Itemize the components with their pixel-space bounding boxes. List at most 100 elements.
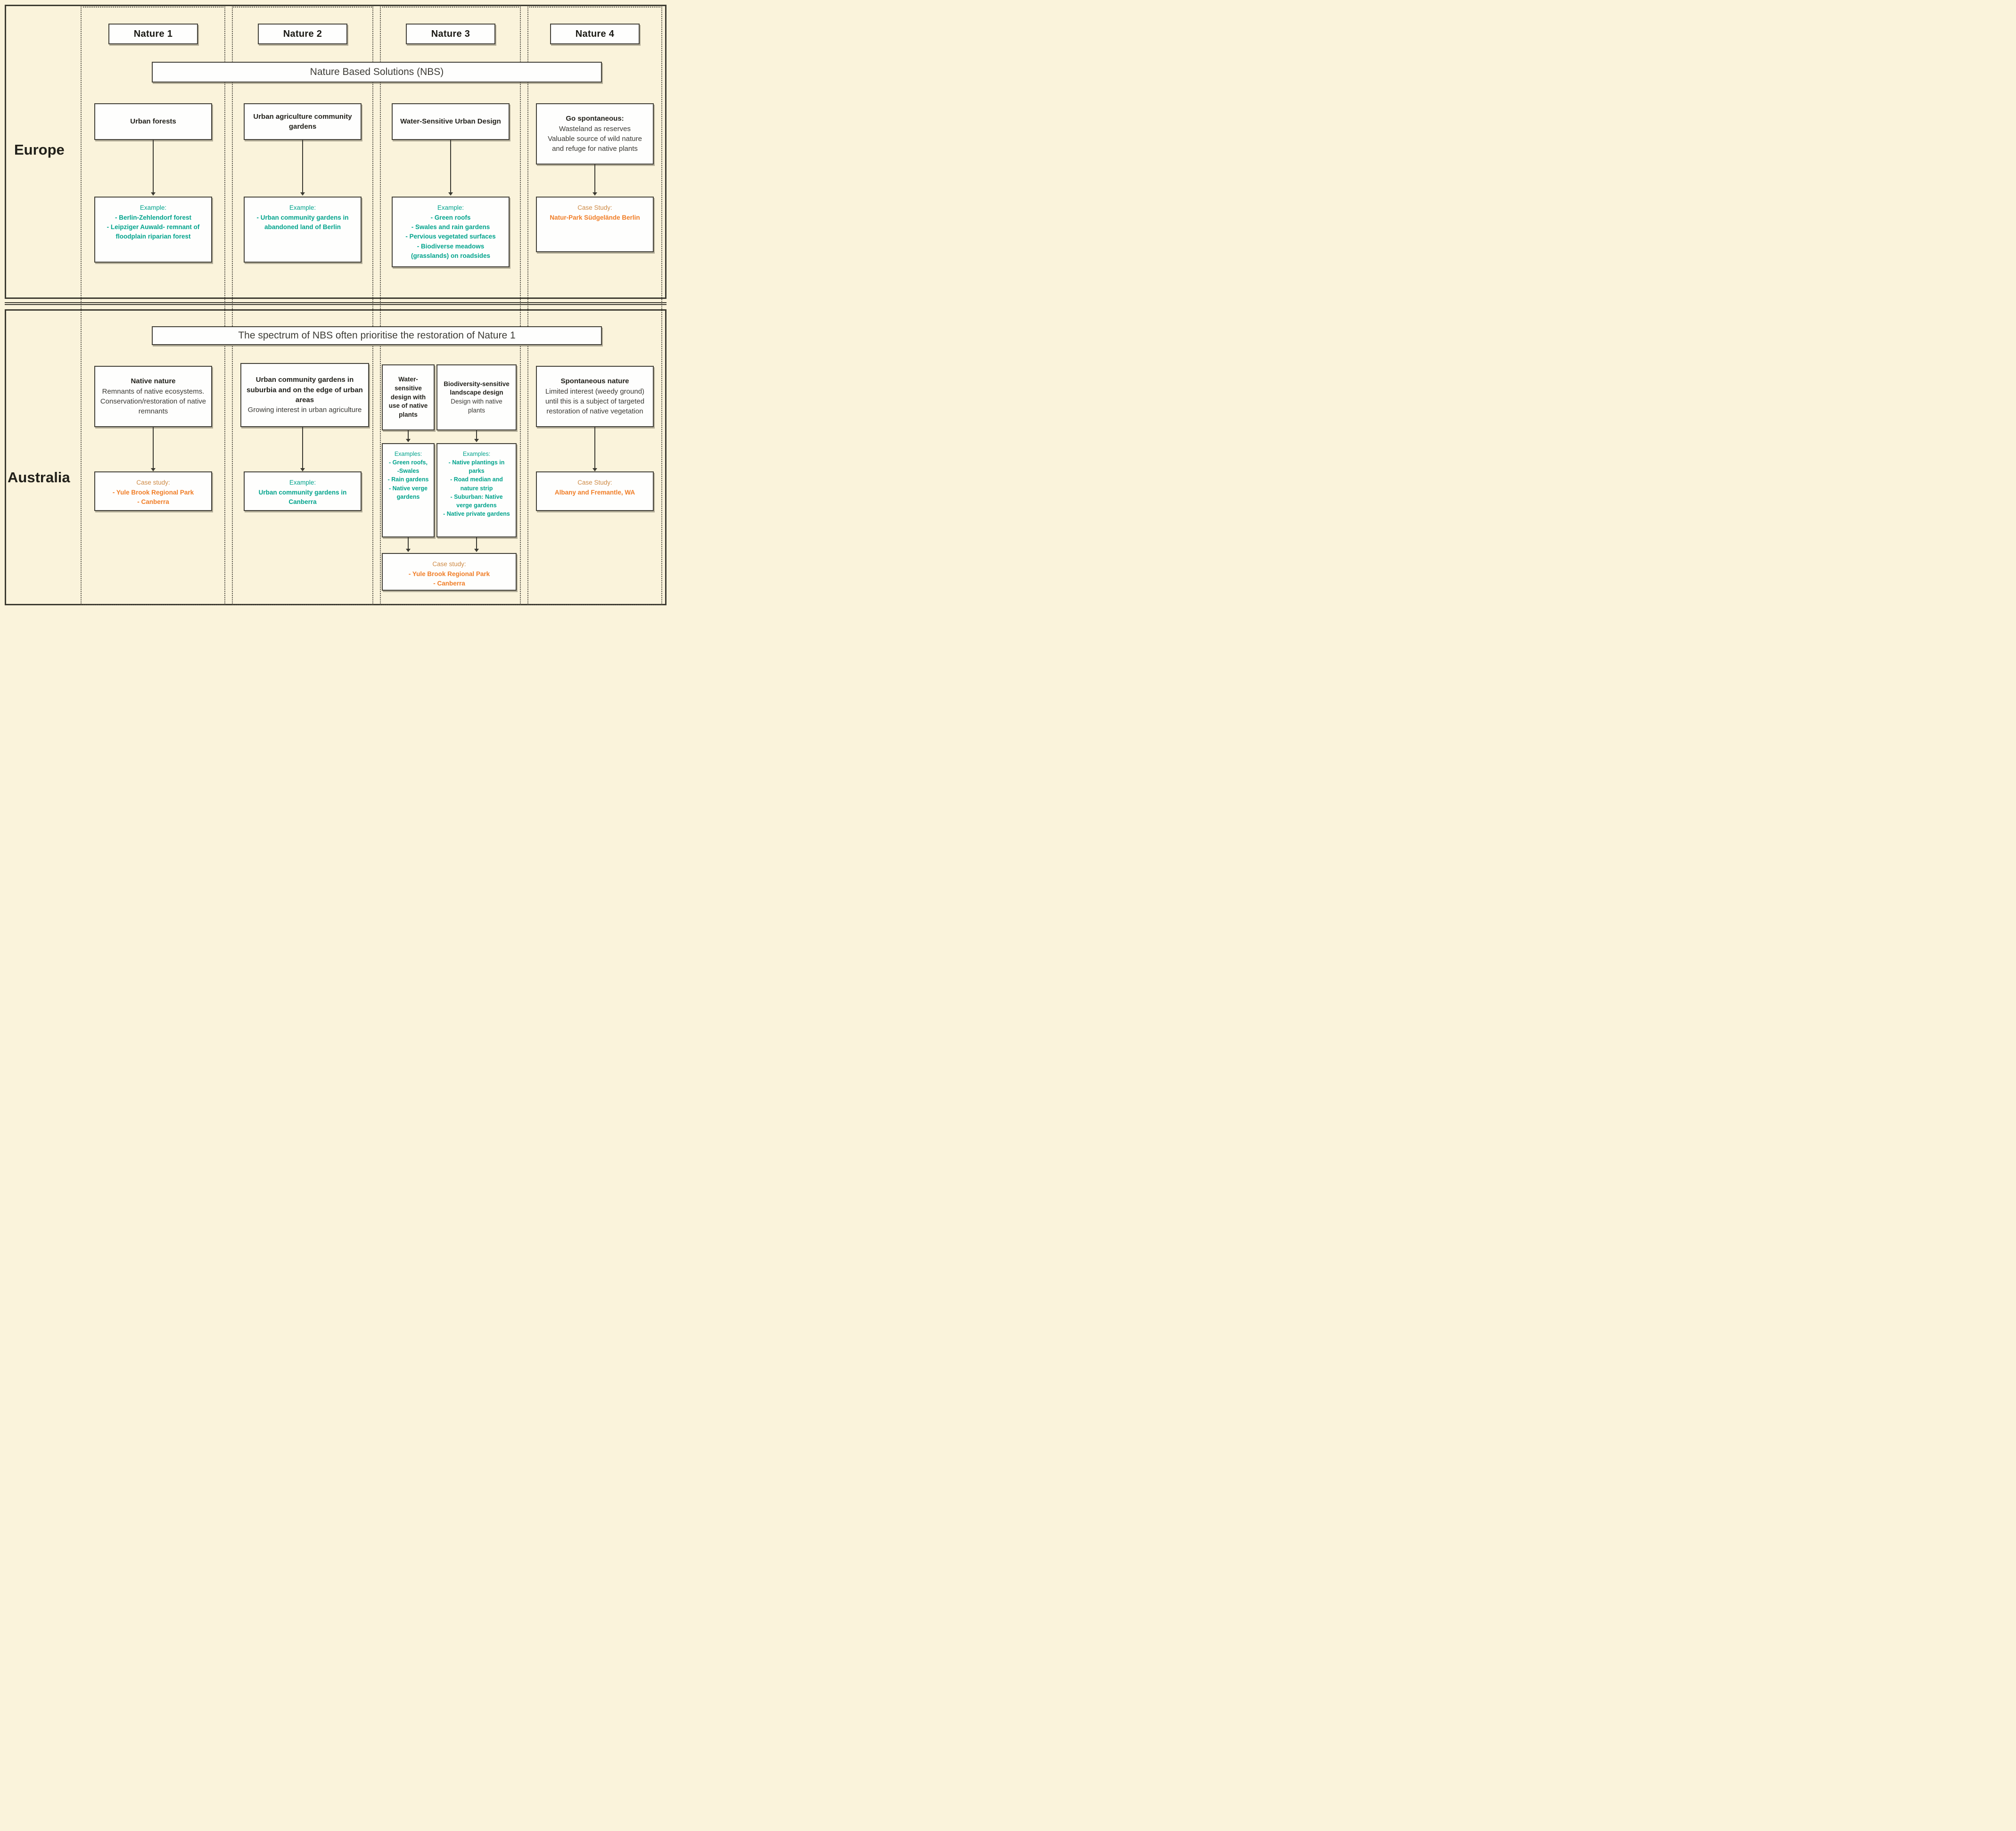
australia-native-nature-box: Native nature Remnants of native ecosyst… (94, 366, 212, 427)
europe-urban-agriculture-box: Urban agriculture community gardens (244, 103, 362, 140)
case-study-item: Natur-Park Südgelände Berlin (550, 214, 640, 221)
box-title: Spontaneous nature (560, 377, 629, 386)
arrow-head-icon (151, 192, 156, 196)
box-title: Water-sensitive design with use of nativ… (388, 376, 428, 418)
example-item: - Biodiverse meadows (grasslands) on roa… (411, 242, 491, 259)
box-title: Urban community gardens in suburbia and … (247, 376, 363, 404)
australia-biodiversity-sensitive-box: Biodiversity-sensitive landscape design … (436, 364, 517, 430)
arrow-line (408, 537, 409, 549)
arrow-connector (151, 140, 156, 196)
box-body-line: Wasteland as reserves (559, 124, 631, 133)
case-study-item: - Canberra (433, 580, 465, 587)
arrow-line (594, 427, 595, 469)
example-item: -Swales (397, 468, 420, 475)
example-label: Example: (140, 204, 167, 211)
australia-water-sensitive-box: Water-sensitive design with use of nativ… (382, 364, 435, 430)
example-label: Example: (289, 204, 316, 211)
nbs-comparison-diagram: Europe Australia Nature 1 Nature 2 Natur… (0, 0, 672, 610)
australia-examples-biodiversity: Examples: - Native plantings in parks - … (436, 443, 517, 537)
example-item: Urban community gardens in Canberra (258, 488, 347, 506)
europe-case-study-spontaneous: Case Study: Natur-Park Südgelände Berlin (536, 197, 654, 252)
example-label: Examples: (394, 451, 422, 457)
arrow-head-icon (300, 192, 305, 196)
australia-case-study-native: Case study: - Yule Brook Regional Park -… (94, 471, 212, 511)
arrow-line (476, 537, 477, 549)
column-3-outline (380, 7, 521, 605)
arrow-line (594, 165, 595, 193)
europe-example-urban-agriculture: Example: - Urban community gardens in ab… (244, 197, 362, 263)
arrow-head-icon (448, 192, 453, 196)
example-item: - Suburban: Native verge gardens (450, 493, 503, 509)
case-study-item: - Canberra (137, 498, 169, 506)
case-study-item: - Yule Brook Regional Park (112, 488, 194, 496)
arrow-line (153, 140, 154, 193)
example-item: - Leipziger Auwald- remnant of floodplai… (107, 223, 200, 240)
arrow-line (153, 427, 154, 469)
arrow-connector (406, 430, 411, 442)
europe-go-spontaneous-box: Go spontaneous: Wasteland as reserves Va… (536, 103, 654, 165)
box-body-line: Conservation/restoration of native remna… (100, 397, 206, 416)
arrow-head-icon (592, 468, 597, 471)
example-item: - Rain gardens (387, 476, 429, 483)
case-study-item: Albany and Fremantle, WA (554, 488, 635, 496)
box-title: Biodiversity-sensitive landscape design (444, 380, 510, 396)
box-body-line: Design with native plants (451, 398, 502, 414)
arrow-head-icon (474, 549, 479, 552)
example-item: - Native private gardens (443, 510, 510, 517)
box-body-line: Limited interest (weedy ground) until th… (545, 387, 645, 416)
example-label: Examples: (462, 451, 491, 457)
europe-urban-forests-box: Urban forests (94, 103, 212, 140)
case-study-label: Case study: (136, 479, 170, 486)
example-item: - Berlin-Zehlendorf forest (115, 214, 191, 221)
example-item: - Native plantings in parks (448, 459, 505, 475)
box-title: Native nature (131, 377, 176, 386)
example-item: - Pervious vegetated surfaces (405, 233, 496, 240)
europe-label: Europe (14, 141, 65, 158)
nature-4-header: Nature 4 (550, 24, 640, 44)
case-study-item: - Yule Brook Regional Park (408, 570, 490, 577)
arrow-line (302, 427, 303, 469)
arrow-head-icon (406, 549, 411, 552)
arrow-line (450, 140, 451, 193)
nature-1-header: Nature 1 (108, 24, 198, 44)
australia-case-study-spontaneous: Case Study: Albany and Fremantle, WA (536, 471, 654, 511)
column-4-outline (527, 7, 662, 605)
arrow-connector (300, 427, 305, 471)
australia-label: Australia (8, 469, 70, 486)
europe-example-urban-forests: Example: - Berlin-Zehlendorf forest - Le… (94, 197, 212, 263)
australia-example-gardens: Example: Urban community gardens in Canb… (244, 471, 362, 511)
europe-wsud-box: Water-Sensitive Urban Design (392, 103, 510, 140)
australia-shared-case-study: Case study: - Yule Brook Regional Park -… (382, 553, 517, 591)
box-body-line: Valuable source of wild nature and refug… (548, 135, 642, 153)
australia-spontaneous-nature-box: Spontaneous nature Limited interest (wee… (536, 366, 654, 427)
australia-examples-water-sensitive: Examples: - Green roofs, -Swales - Rain … (382, 443, 435, 537)
arrow-line (476, 430, 477, 439)
nbs-banner: Nature Based Solutions (NBS) (152, 62, 602, 82)
europe-example-wsud: Example: - Green roofs - Swales and rain… (392, 197, 510, 267)
example-item: - Green roofs (430, 214, 471, 221)
nature-3-header: Nature 3 (406, 24, 495, 44)
arrow-connector (448, 140, 453, 196)
box-body-line: Growing interest in urban agriculture (247, 406, 362, 414)
example-item: - Native verge gardens (389, 485, 428, 500)
arrow-head-icon (151, 468, 156, 471)
spectrum-banner: The spectrum of NBS often prioritise the… (152, 326, 602, 345)
example-item: - Urban community gardens in abandoned l… (256, 214, 349, 231)
example-label: Example: (437, 204, 464, 211)
nature-2-header: Nature 2 (258, 24, 347, 44)
europe-section-frame (5, 5, 667, 299)
case-study-label: Case study: (432, 561, 466, 568)
box-title: Water-Sensitive Urban Design (400, 117, 501, 126)
column-1-outline (81, 7, 225, 605)
arrow-connector (592, 427, 597, 471)
arrow-head-icon (406, 439, 411, 442)
example-label: Example: (289, 479, 316, 486)
case-study-label: Case Study: (577, 204, 612, 211)
arrow-connector (592, 165, 597, 196)
arrow-head-icon (592, 192, 597, 196)
arrow-head-icon (474, 439, 479, 442)
box-body-line: Remnants of native ecosystems. (102, 387, 205, 396)
australia-community-gardens-box: Urban community gardens in suburbia and … (240, 363, 369, 427)
section-divider (5, 302, 667, 305)
example-item: - Road median and nature strip (450, 476, 503, 492)
